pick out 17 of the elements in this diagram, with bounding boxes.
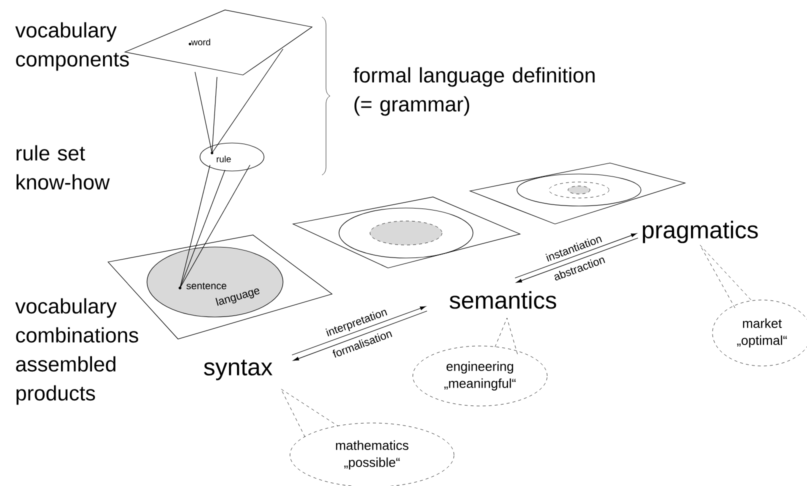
term-label: semantics — [450, 291, 556, 309]
line — [180, 170, 226, 288]
line — [180, 164, 210, 288]
line — [212, 76, 218, 154]
side-label: formal language definition (= grammar) — [354, 67, 595, 116]
arrow — [292, 306, 426, 356]
line — [180, 164, 250, 288]
line — [212, 48, 284, 154]
term-label: pragmatics — [642, 220, 758, 244]
side-label: vocabulary combinations assembled products — [15, 298, 138, 405]
speech-bubble: market „optimal“ — [700, 244, 807, 366]
speech-bubble: engineering „meaningful“ — [412, 318, 548, 406]
speech-bubble: mathematics „possible“ — [280, 388, 454, 486]
side-label: rule set know-how — [16, 145, 110, 190]
term-label: syntax — [204, 360, 272, 380]
line — [194, 72, 212, 154]
arrow — [293, 310, 428, 361]
